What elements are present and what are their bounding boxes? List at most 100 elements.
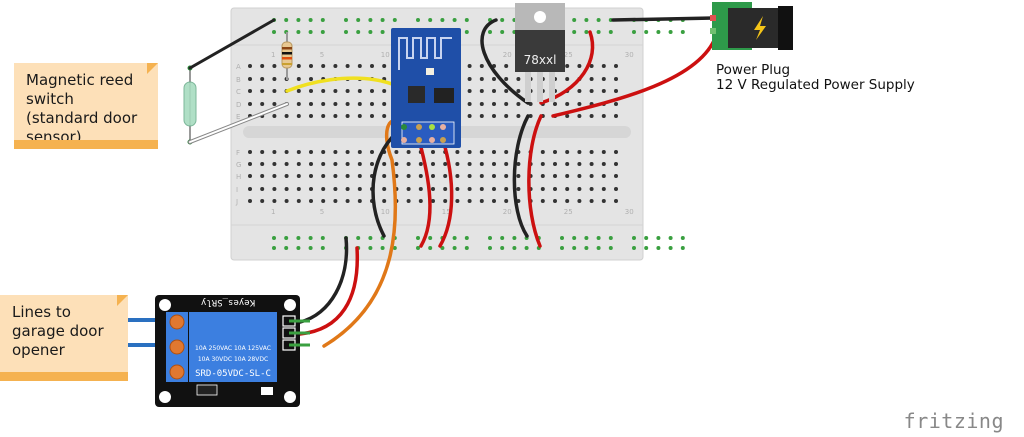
breadboard-hole [406, 187, 411, 191]
breadboard-hole [680, 246, 685, 250]
breadboard-hole [540, 187, 545, 191]
breadboard-hole [644, 246, 649, 250]
breadboard-hole [589, 64, 594, 68]
breadboard-hole [308, 30, 313, 34]
breadboard-hole [260, 102, 265, 106]
breadboard-hole [272, 64, 277, 68]
breadboard-hole [345, 114, 350, 118]
row-label: J [235, 198, 238, 206]
breadboard-hole [333, 102, 338, 106]
breadboard-hole [452, 18, 457, 22]
breadboard-hole [284, 187, 289, 191]
breadboard-hole [296, 174, 301, 178]
breadboard-hole [565, 174, 570, 178]
wire-black-power [611, 16, 716, 22]
power-label-2: 12 V Regulated Power Supply [716, 77, 915, 93]
breadboard-hole [345, 187, 350, 191]
breadboard-hole [321, 199, 326, 203]
breadboard-hole [572, 18, 577, 22]
breadboard-hole [296, 30, 301, 34]
breadboard-hole [553, 150, 557, 154]
breadboard-hole [601, 187, 606, 191]
row-label: D [236, 101, 241, 109]
breadboard-hole [431, 199, 435, 203]
breadboard-hole [644, 236, 649, 240]
breadboard-hole [309, 199, 313, 203]
breadboard-hole [668, 246, 673, 250]
breadboard-hole [309, 102, 313, 106]
breadboard-hole [382, 174, 387, 178]
breadboard-hole [272, 77, 277, 81]
row-label: G [236, 161, 241, 169]
breadboard-hole [540, 174, 545, 178]
breadboard-hole [577, 174, 582, 178]
breadboard-hole [370, 150, 374, 154]
breadboard-hole [416, 18, 420, 22]
breadboard-hole [596, 246, 601, 250]
breadboard-hole [467, 64, 472, 68]
breadboard-hole [479, 150, 484, 154]
power-label-1: Power Plug [716, 62, 791, 78]
breadboard-hole [577, 89, 582, 93]
breadboard-hole [260, 174, 265, 178]
breadboard-hole [500, 236, 505, 240]
column-label: 25 [564, 208, 573, 216]
breadboard-hole [589, 187, 594, 191]
breadboard-hole [492, 150, 496, 154]
breadboard-hole [296, 199, 301, 203]
row-label: H [236, 173, 241, 181]
breadboard-hole [572, 236, 577, 240]
breadboard-hole [284, 162, 289, 166]
breadboard-hole [333, 174, 338, 178]
breadboard-hole [488, 236, 492, 240]
breadboard-hole [357, 102, 362, 106]
breadboard-hole [357, 162, 362, 166]
breadboard-hole [464, 236, 469, 240]
breadboard-hole [500, 18, 505, 22]
breadboard-hole [248, 150, 252, 154]
breadboard-hole [368, 246, 373, 250]
breadboard-hole [614, 102, 618, 106]
breadboard-hole [479, 162, 484, 166]
breadboard-hole [516, 77, 521, 81]
breadboard-hole [296, 114, 301, 118]
breadboard-hole [333, 162, 338, 166]
breadboard-hole [272, 114, 277, 118]
breadboard-hole [272, 246, 276, 250]
relay-brand: Keyes_SRly [200, 297, 255, 307]
breadboard-hole [488, 246, 492, 250]
breadboard-hole [284, 199, 289, 203]
breadboard-hole [553, 102, 557, 106]
wire-red-power [551, 34, 718, 118]
breadboard-hole [553, 174, 557, 178]
breadboard-hole [565, 162, 570, 166]
esp-module [391, 28, 461, 148]
column-label: 30 [625, 208, 634, 216]
breadboard-hole [272, 199, 277, 203]
breadboard-hole [368, 236, 373, 240]
breadboard-hole [320, 18, 325, 22]
breadboard-hole [345, 64, 350, 68]
breadboard-hole [308, 18, 313, 22]
wire-red-relay [298, 246, 360, 336]
breadboard-hole [248, 174, 252, 178]
breadboard-hole [492, 187, 496, 191]
breadboard-hole [333, 64, 338, 68]
breadboard-hole [333, 187, 338, 191]
breadboard-hole [272, 236, 276, 240]
breadboard-hole [284, 150, 289, 154]
breadboard-hole [344, 18, 348, 22]
breadboard-hole [370, 114, 374, 118]
breadboard-hole [553, 199, 557, 203]
breadboard-hole [467, 150, 472, 154]
breadboard-hole [492, 77, 496, 81]
breadboard-hole [572, 246, 577, 250]
breadboard-hole [572, 30, 577, 34]
breadboard-hole [577, 199, 582, 203]
breadboard-hole [296, 18, 301, 22]
breadboard-hole [296, 77, 301, 81]
breadboard-hole [248, 199, 252, 203]
breadboard-hole [528, 114, 533, 118]
breadboard-hole [406, 162, 411, 166]
